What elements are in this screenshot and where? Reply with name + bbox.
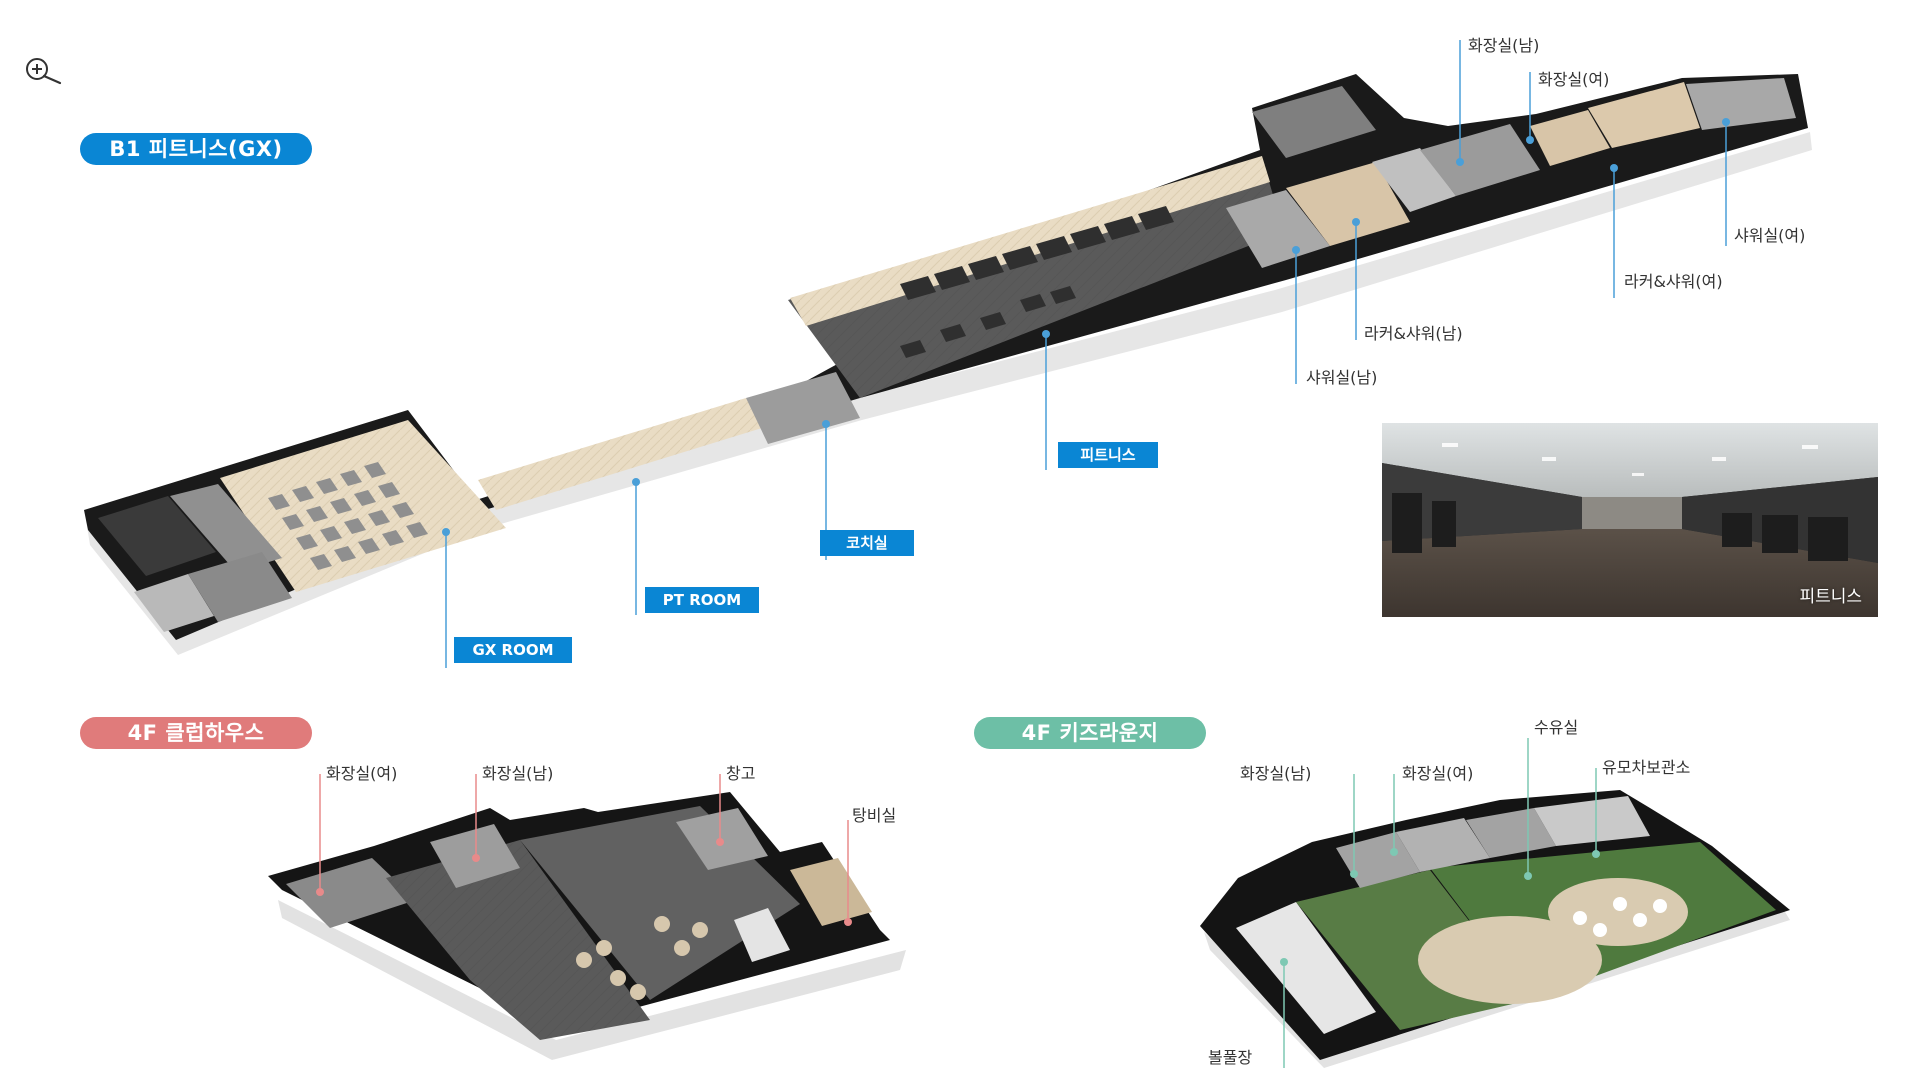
kids-plan bbox=[1200, 790, 1790, 1068]
tag-pt-room: PT ROOM bbox=[645, 587, 759, 613]
label-club-toilet-male: 화장실(남) bbox=[482, 764, 554, 783]
label-club-storage: 창고 bbox=[726, 764, 756, 783]
tag-gx-room: GX ROOM bbox=[454, 637, 572, 663]
label-kids-toilet-male: 화장실(남) bbox=[1240, 764, 1312, 783]
photo-caption: 피트니스 bbox=[1799, 587, 1862, 607]
section-title-kids: 4F 키즈라운지 bbox=[974, 717, 1206, 749]
clubhouse-plan bbox=[268, 792, 906, 1060]
label-club-toilet-female: 화장실(여) bbox=[326, 764, 398, 783]
tag-coach-room: 코치실 bbox=[820, 530, 914, 556]
b1-leaders bbox=[442, 40, 1730, 668]
b1-plan bbox=[84, 74, 1812, 655]
tag-fitness: 피트니스 bbox=[1058, 442, 1158, 468]
label-b1-shower-female: 샤워실(여) bbox=[1734, 226, 1806, 245]
zoom-in-icon[interactable] bbox=[22, 56, 64, 86]
label-b1-toilet-male: 화장실(남) bbox=[1468, 36, 1540, 55]
label-b1-toilet-female: 화장실(여) bbox=[1538, 70, 1610, 89]
label-club-pantry: 탕비실 bbox=[852, 806, 897, 825]
label-b1-shower-male: 샤워실(남) bbox=[1306, 368, 1378, 387]
fitness-photo: 피트니스 bbox=[1382, 423, 1878, 617]
label-kids-stroller-storage: 유모차보관소 bbox=[1602, 758, 1691, 777]
label-b1-locker-male: 라커&샤워(남) bbox=[1364, 324, 1463, 343]
label-b1-locker-female: 라커&샤워(여) bbox=[1624, 272, 1723, 291]
label-kids-ball-pool: 볼풀장 bbox=[1208, 1048, 1253, 1067]
clubhouse-leaders bbox=[316, 774, 852, 926]
section-title-b1: B1 피트니스(GX) bbox=[80, 133, 312, 165]
label-kids-nursing-room: 수유실 bbox=[1534, 718, 1579, 737]
label-kids-toilet-female: 화장실(여) bbox=[1402, 764, 1474, 783]
kids-leaders bbox=[1280, 738, 1600, 1068]
section-title-clubhouse: 4F 클럽하우스 bbox=[80, 717, 312, 749]
